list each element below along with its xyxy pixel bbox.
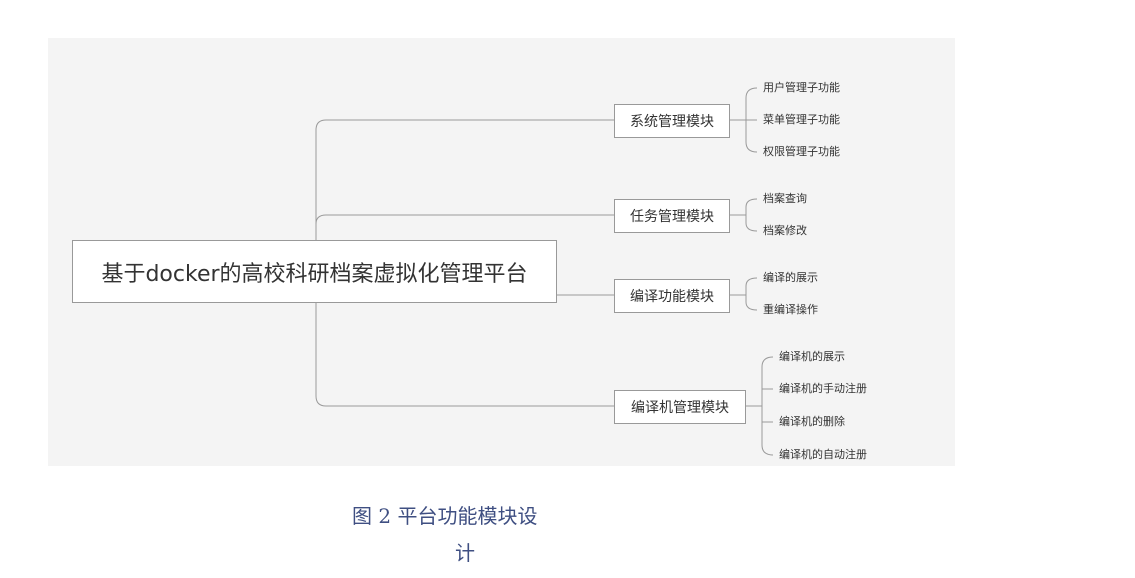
leaf-machine-delete: 编译机的删除 [779, 415, 845, 428]
leaf-permission-management: 权限管理子功能 [763, 145, 840, 158]
leaf-user-management: 用户管理子功能 [763, 81, 840, 94]
link-root-trunk [315, 119, 614, 240]
leaf-compile-display: 编译的展示 [763, 271, 818, 284]
leaf-machine-manual-register: 编译机的手动注册 [779, 382, 867, 395]
leaf-machine-auto-register: 编译机的自动注册 [779, 448, 867, 461]
link-m2-bracket [745, 198, 758, 232]
root-label: 基于docker的高校科研档案虚拟化管理平台 [101, 261, 528, 287]
link-root-module-2 [315, 214, 614, 240]
module-node-compiler-machine: 编译机管理模块 [614, 390, 746, 424]
leaf-archive-query: 档案查询 [763, 192, 807, 205]
figure-caption-line1: 图 2 平台功能模块设 [352, 504, 538, 528]
module-node-task: 任务管理模块 [614, 199, 730, 233]
module-label: 编译机管理模块 [631, 400, 729, 416]
module-node-compile: 编译功能模块 [614, 279, 730, 313]
module-label: 任务管理模块 [630, 209, 714, 225]
module-node-system: 系统管理模块 [614, 104, 730, 138]
link-root-module-4 [315, 302, 614, 407]
module-label: 系统管理模块 [630, 114, 714, 130]
figure-caption-line2: 计 [455, 541, 475, 565]
link-m3-bracket [745, 277, 758, 311]
link-m4-bracket [761, 356, 774, 456]
leaf-archive-edit: 档案修改 [763, 224, 807, 237]
leaf-menu-management: 菜单管理子功能 [763, 113, 840, 126]
leaf-machine-display: 编译机的展示 [779, 350, 845, 363]
root-node: 基于docker的高校科研档案虚拟化管理平台 [72, 240, 557, 303]
leaf-recompile: 重编译操作 [763, 303, 818, 316]
module-label: 编译功能模块 [630, 289, 714, 305]
